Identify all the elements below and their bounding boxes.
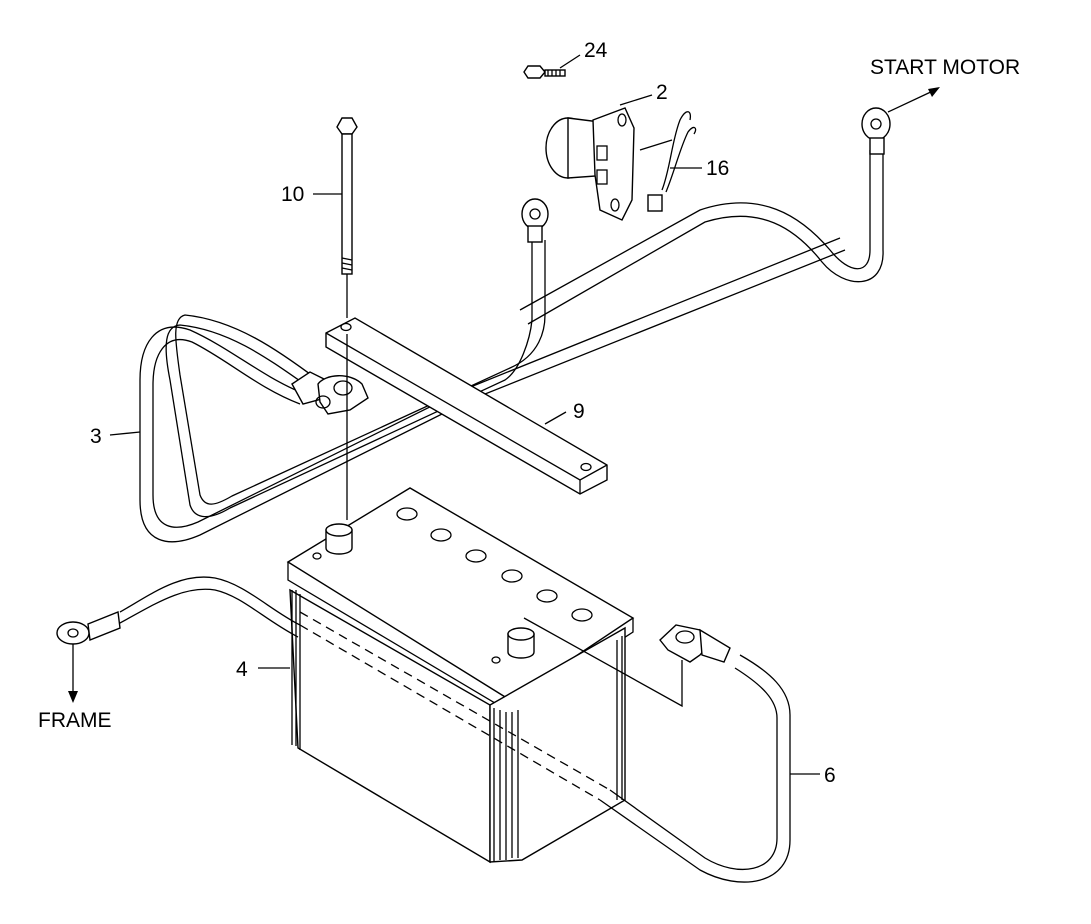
callout-16: 16 <box>706 157 729 180</box>
callout-4: 4 <box>236 658 248 681</box>
solenoid-2 <box>545 107 635 221</box>
callout-6: 6 <box>824 764 836 787</box>
callout-9: 9 <box>573 400 585 423</box>
callout-3: 3 <box>90 425 102 448</box>
callout-10: 10 <box>281 183 304 206</box>
screw-24 <box>523 65 566 79</box>
frame-arrow <box>68 644 78 703</box>
frame-label: FRAME <box>38 709 112 732</box>
leader-lines <box>109 54 820 775</box>
start-motor-label: START MOTOR <box>870 56 1020 79</box>
callout-24: 24 <box>584 39 608 62</box>
wire-16 <box>639 111 697 212</box>
battery-4 <box>286 487 635 864</box>
cable-3 <box>139 107 891 543</box>
callout-2: 2 <box>656 81 668 104</box>
hold-down-bar-9 <box>325 317 608 495</box>
bolt-10 <box>336 117 358 520</box>
start-motor-arrow <box>887 87 940 113</box>
